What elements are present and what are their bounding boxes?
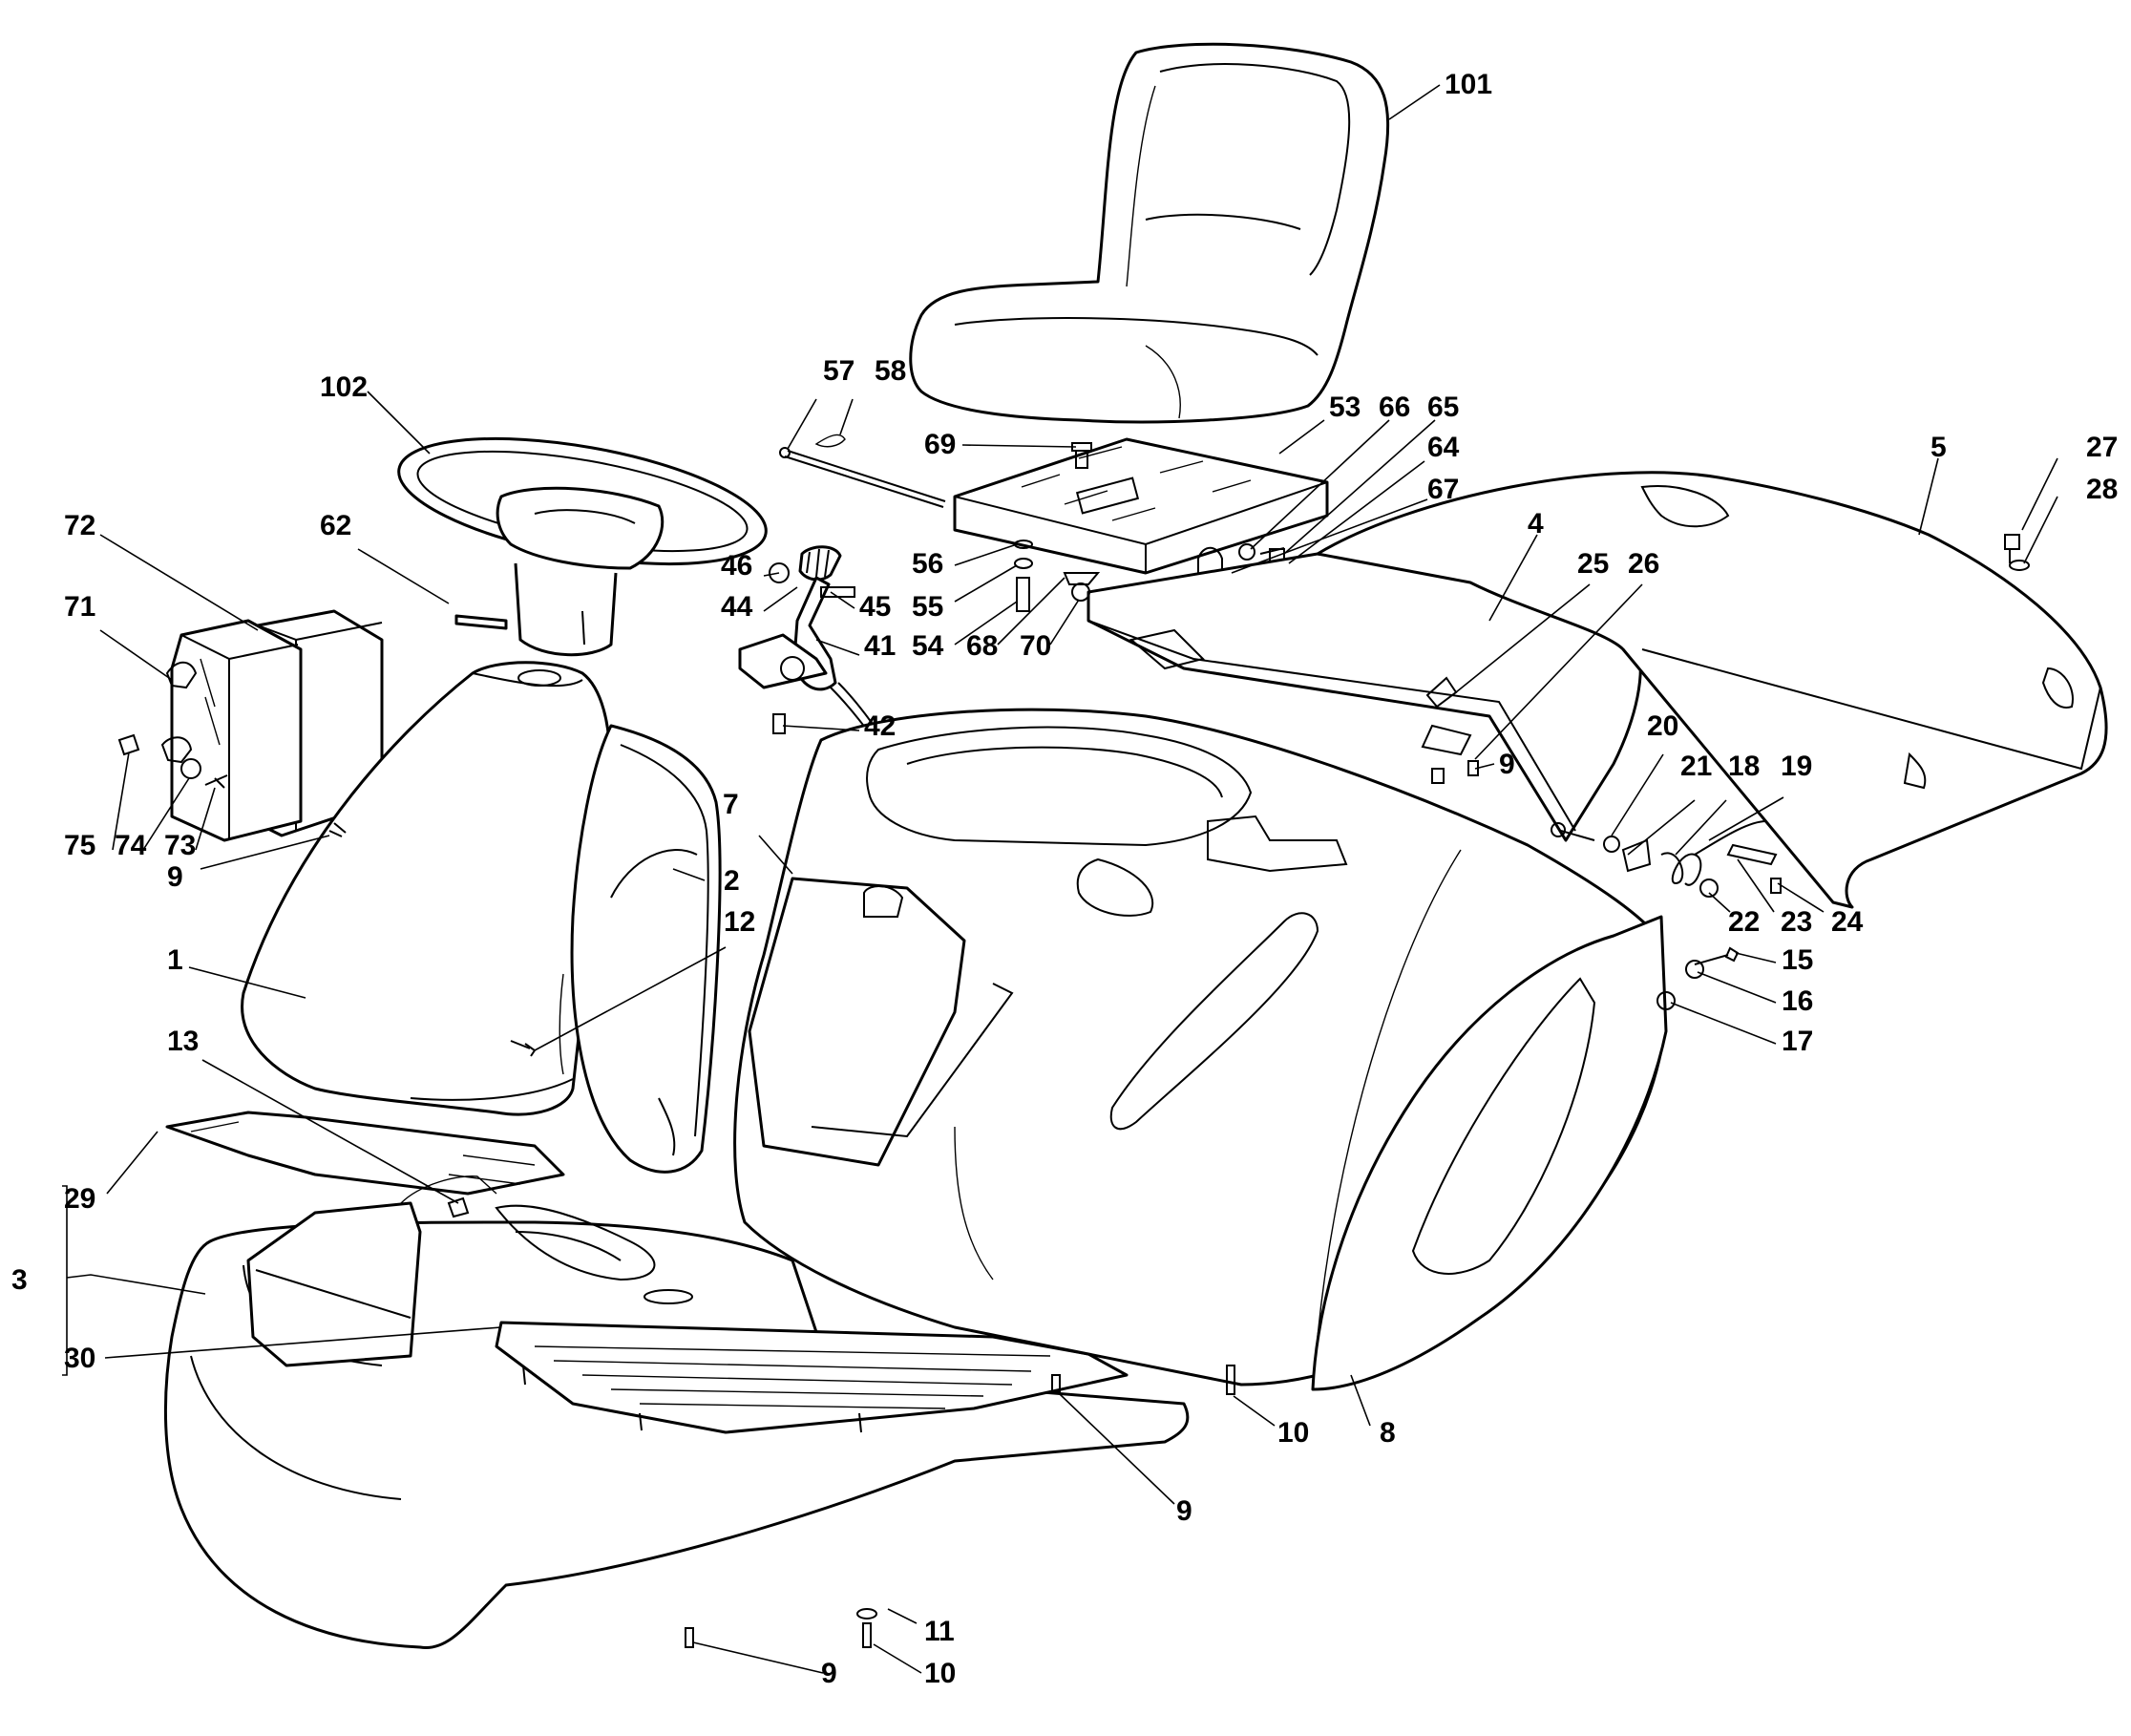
callout-2: 2: [724, 865, 740, 897]
callout-67: 67: [1427, 474, 1459, 505]
callout-41: 41: [864, 630, 896, 662]
callout-4: 4: [1528, 508, 1544, 540]
callout-29: 29: [64, 1183, 95, 1215]
callout-102: 102: [320, 371, 368, 403]
callout-24: 24: [1831, 906, 1864, 938]
callout-64: 64: [1427, 432, 1460, 463]
seat: [909, 42, 1390, 424]
callout-46: 46: [721, 550, 752, 582]
callout-42: 42: [864, 710, 896, 742]
callout-54: 54: [912, 630, 944, 662]
callout-10-bottom: 10: [924, 1658, 956, 1689]
callout-101: 101: [1445, 69, 1492, 100]
callout-12: 12: [724, 906, 755, 938]
callout-74: 74: [115, 830, 147, 861]
callout-22: 22: [1728, 906, 1760, 938]
seat-plate: [779, 434, 1329, 579]
callout-28: 28: [2086, 474, 2118, 505]
callout-27: 27: [2086, 432, 2118, 463]
callout-30: 30: [64, 1343, 95, 1374]
callout-69: 69: [924, 429, 956, 460]
front-body: [163, 1111, 1190, 1650]
callout-25: 25: [1577, 548, 1609, 580]
callout-16: 16: [1782, 985, 1813, 1017]
side-fender: [1311, 915, 1668, 1391]
callout-44: 44: [721, 591, 753, 623]
dash-panel: [559, 724, 722, 1174]
callout-70: 70: [1020, 630, 1051, 662]
column-cover: [241, 661, 611, 1116]
callout-73: 73: [164, 830, 196, 861]
callout-13: 13: [167, 1026, 199, 1057]
steering-wheel: [397, 436, 768, 657]
callout-62: 62: [320, 510, 351, 541]
callout-23: 23: [1781, 906, 1812, 938]
callout-75: 75: [64, 830, 95, 861]
callout-17: 17: [1782, 1026, 1813, 1057]
callout-18: 18: [1728, 751, 1760, 782]
callout-68: 68: [966, 630, 998, 662]
adjustment-lever: [738, 545, 898, 765]
callout-58: 58: [875, 355, 906, 387]
leader-lines: [62, 84, 2058, 1674]
callout-56: 56: [912, 548, 943, 580]
callout-71: 71: [64, 591, 95, 623]
battery-lid: [748, 877, 1014, 1167]
callout-15: 15: [1782, 944, 1813, 976]
callout-11: 11: [924, 1616, 955, 1647]
callout-45: 45: [859, 591, 891, 623]
hardware: [328, 534, 2030, 1648]
callout-57: 57: [823, 355, 855, 387]
callout-9-rear: 9: [1499, 749, 1515, 780]
callout-20: 20: [1647, 710, 1678, 742]
callout-19: 19: [1781, 751, 1812, 782]
callout-9-center: 9: [1176, 1495, 1192, 1527]
callout-65: 65: [1427, 392, 1459, 423]
callout-10-center: 10: [1277, 1417, 1309, 1449]
callout-labels: 101 102 57 58 69 53 66 65 64 67 5 27 28 …: [11, 69, 2118, 1689]
callout-3: 3: [11, 1264, 28, 1296]
callout-8: 8: [1380, 1417, 1396, 1449]
callout-9-bottom: 9: [821, 1658, 837, 1689]
callout-21: 21: [1680, 751, 1712, 782]
callout-9-left: 9: [167, 861, 183, 893]
callout-55: 55: [912, 591, 943, 623]
callout-72: 72: [64, 510, 95, 541]
rear-shell: [1316, 471, 2108, 909]
callout-5: 5: [1931, 432, 1947, 463]
callout-7: 7: [723, 789, 739, 820]
callout-26: 26: [1628, 548, 1659, 580]
callout-1: 1: [167, 944, 183, 976]
callout-66: 66: [1379, 392, 1410, 423]
callout-53: 53: [1329, 392, 1361, 423]
